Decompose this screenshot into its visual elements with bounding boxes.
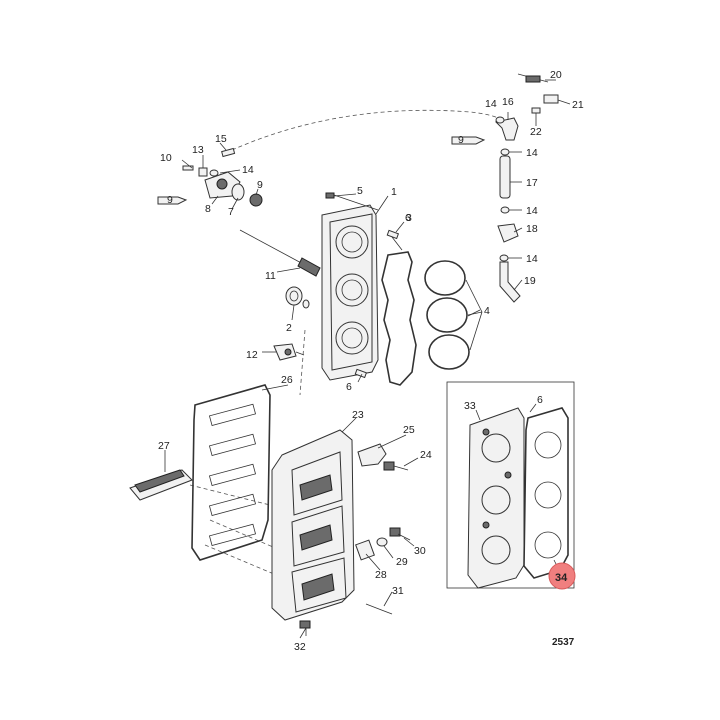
callout-1[interactable]: 1 bbox=[391, 186, 397, 198]
callout-8[interactable]: 8 bbox=[205, 203, 211, 215]
tee-fitting-16-part[interactable] bbox=[495, 117, 519, 141]
callout-14-e[interactable]: 14 bbox=[526, 253, 538, 265]
sealant-tube-left[interactable]: 9 bbox=[157, 194, 188, 206]
callout-26[interactable]: 26 bbox=[281, 374, 293, 386]
washer-29-part[interactable] bbox=[376, 537, 388, 547]
callout-24[interactable]: 24 bbox=[420, 449, 432, 461]
callout-15[interactable]: 15 bbox=[215, 133, 227, 145]
head-bolt-part[interactable] bbox=[325, 192, 379, 211]
cylinder-head-assembly-33-part[interactable] bbox=[467, 407, 525, 589]
callout-25[interactable]: 25 bbox=[403, 424, 415, 436]
callout-6-c[interactable]: 6 bbox=[537, 394, 543, 406]
callout-14-b[interactable]: 14 bbox=[485, 98, 497, 110]
leader-lines bbox=[164, 79, 571, 639]
callout-30[interactable]: 30 bbox=[414, 545, 426, 557]
dowel-pin-upper[interactable] bbox=[386, 229, 400, 240]
callout-34[interactable]: 34 bbox=[555, 572, 568, 584]
bolt-24-part[interactable] bbox=[383, 461, 409, 471]
callout-22[interactable]: 22 bbox=[530, 126, 542, 138]
exhaust-gasket-26-part[interactable] bbox=[191, 384, 271, 561]
stud-31-part[interactable] bbox=[365, 603, 393, 615]
elbow-19-part[interactable] bbox=[499, 261, 521, 303]
figure-number: 2537 bbox=[552, 637, 575, 648]
thermostat-part[interactable] bbox=[231, 183, 245, 201]
callout-27[interactable]: 27 bbox=[158, 440, 170, 452]
hose-17-part[interactable] bbox=[499, 155, 511, 199]
callout-29[interactable]: 29 bbox=[396, 556, 408, 568]
callout-10[interactable]: 10 bbox=[160, 152, 172, 164]
callout-16[interactable]: 16 bbox=[502, 96, 514, 108]
inset-box bbox=[446, 381, 575, 589]
callout-labels: 1 2 3 4 5 6 6 6 7 8 9 10 11 12 13 14 14 … bbox=[158, 69, 584, 653]
callout-4[interactable]: 4 bbox=[484, 305, 490, 317]
callout-7[interactable]: 7 bbox=[228, 206, 234, 218]
exhaust-cover-23-part[interactable] bbox=[271, 429, 355, 621]
callout-13[interactable]: 13 bbox=[192, 144, 204, 156]
screw-22-part[interactable] bbox=[531, 107, 541, 114]
callout-6-a[interactable]: 6 bbox=[405, 212, 411, 224]
screw-10-part[interactable] bbox=[182, 165, 194, 171]
sensor-12-part[interactable] bbox=[273, 343, 305, 361]
callout-23[interactable]: 23 bbox=[352, 409, 364, 421]
callout-17[interactable]: 17 bbox=[526, 177, 538, 189]
svg-text:9: 9 bbox=[167, 194, 173, 206]
head-gasket-part[interactable] bbox=[381, 251, 417, 386]
o-rings-part[interactable] bbox=[424, 260, 483, 370]
callout-2[interactable]: 2 bbox=[286, 322, 292, 334]
hose-15-part[interactable] bbox=[221, 147, 236, 158]
highlight-circle-34 bbox=[548, 562, 576, 590]
callout-14-a[interactable]: 14 bbox=[242, 164, 254, 176]
callout-12[interactable]: 12 bbox=[246, 349, 258, 361]
callout-11[interactable]: 11 bbox=[265, 270, 276, 282]
callout-3[interactable]: 3 bbox=[406, 212, 412, 224]
callout-6-b[interactable]: 6 bbox=[346, 381, 352, 393]
cylinder-head-part[interactable] bbox=[321, 204, 379, 381]
screw-32-part[interactable] bbox=[299, 620, 311, 636]
callout-21[interactable]: 21 bbox=[572, 99, 584, 111]
callout-28[interactable]: 28 bbox=[375, 569, 387, 581]
fitting-21-part[interactable] bbox=[543, 94, 559, 104]
connector-20-part[interactable] bbox=[517, 73, 549, 83]
head-gasket-34-part[interactable] bbox=[523, 407, 569, 579]
sealant-tube-right[interactable]: 9 bbox=[451, 134, 486, 146]
callout-20[interactable]: 20 bbox=[550, 69, 562, 81]
callout-19[interactable]: 19 bbox=[524, 275, 536, 287]
bracket-25-part[interactable] bbox=[357, 443, 387, 467]
fitting-13-part[interactable] bbox=[198, 167, 208, 177]
fitting-28-part[interactable] bbox=[355, 539, 375, 561]
callout-14-d[interactable]: 14 bbox=[526, 205, 538, 217]
shaft-11-part[interactable] bbox=[239, 229, 321, 277]
callout-33[interactable]: 33 bbox=[464, 400, 476, 412]
callout-18[interactable]: 18 bbox=[526, 223, 538, 235]
callout-9[interactable]: 9 bbox=[257, 179, 263, 191]
bolt-30-part[interactable] bbox=[389, 527, 411, 541]
dowel-pin-lower[interactable] bbox=[354, 368, 368, 379]
washer-14-a-part[interactable] bbox=[209, 169, 219, 177]
spring-part[interactable] bbox=[249, 193, 263, 207]
fitting-18-part[interactable] bbox=[497, 223, 519, 243]
callout-14-c[interactable]: 14 bbox=[526, 147, 538, 159]
callout-31[interactable]: 31 bbox=[392, 585, 404, 597]
svg-text:9: 9 bbox=[458, 134, 464, 146]
connector-block-27-part[interactable] bbox=[129, 469, 193, 501]
callout-32[interactable]: 32 bbox=[294, 641, 306, 653]
fitting-2-part[interactable] bbox=[285, 286, 310, 309]
callout-5[interactable]: 5 bbox=[357, 185, 363, 197]
